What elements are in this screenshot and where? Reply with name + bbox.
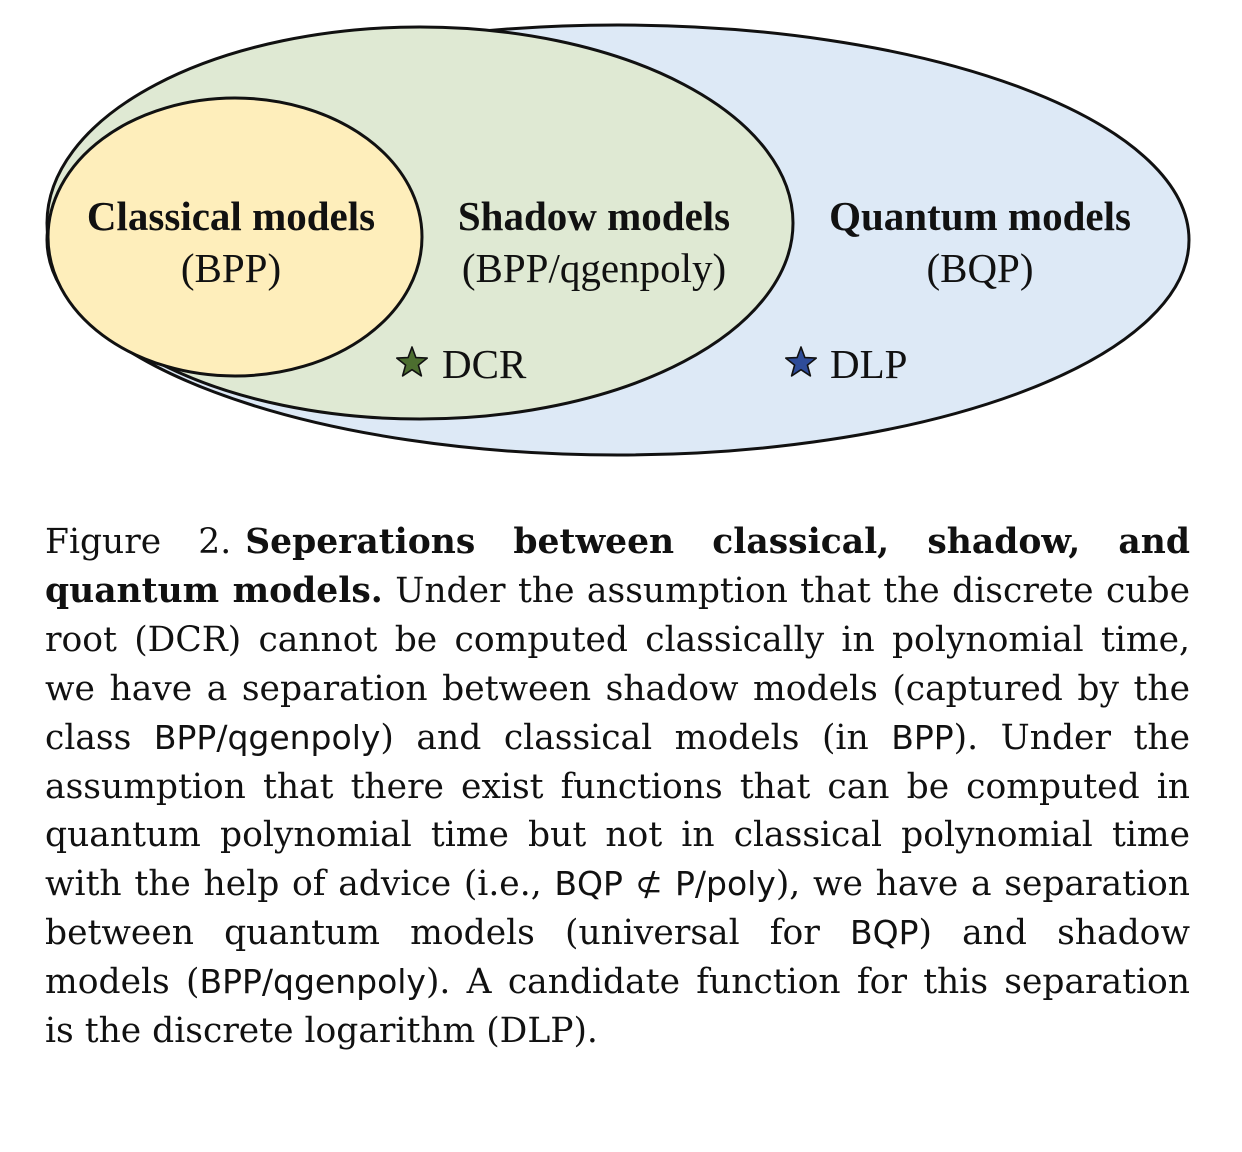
figure-caption: Figure 2.Seperations between classical, … (45, 518, 1190, 1056)
class-bpp: BPP (891, 717, 954, 757)
quantum-models-class: (BQP) (926, 245, 1033, 291)
class-bpp-qgenpoly-2: BPP/qgenpoly (199, 962, 426, 1002)
caption-text-5: ) and shadow models ( (45, 913, 1190, 1003)
dcr-star-icon (395, 346, 429, 377)
caption-text-4: ), we have a separation between quantum … (45, 864, 1190, 954)
venn-diagram: Classical models (BPP) Shadow models (BP… (0, 0, 1242, 470)
caption-text-6: ). A candidate function for this separat… (45, 962, 1190, 1052)
dlp-label: DLP (830, 341, 907, 387)
class-bqp: BQP (849, 913, 919, 953)
dlp-star-icon (784, 346, 818, 377)
classical-models-class: (BPP) (181, 245, 281, 291)
classical-models-title: Classical models (87, 193, 375, 239)
caption-text-3: ). Under the assumption that there exist… (45, 717, 1190, 905)
caption-text-2: ) and classical models (in (380, 717, 892, 758)
caption-title: Seperations between classical, shadow, a… (45, 522, 1190, 611)
figure-label: Figure 2. (45, 522, 232, 562)
shadow-models-class: (BPP/qgenpoly) (462, 245, 726, 291)
shadow-models-title: Shadow models (458, 193, 730, 239)
venn-diagram-svg: Classical models (BPP) Shadow models (BP… (45, 23, 1191, 457)
dcr-label: DCR (442, 341, 527, 387)
caption-text-1: Under the assumption that the discrete c… (45, 570, 1190, 758)
quantum-models-title: Quantum models (829, 193, 1131, 239)
bqp-not-subset-ppoly: BQP ⊄ P/poly (554, 864, 776, 904)
class-bpp-qgenpoly: BPP/qgenpoly (153, 717, 381, 757)
classical-models-region (46, 96, 424, 378)
